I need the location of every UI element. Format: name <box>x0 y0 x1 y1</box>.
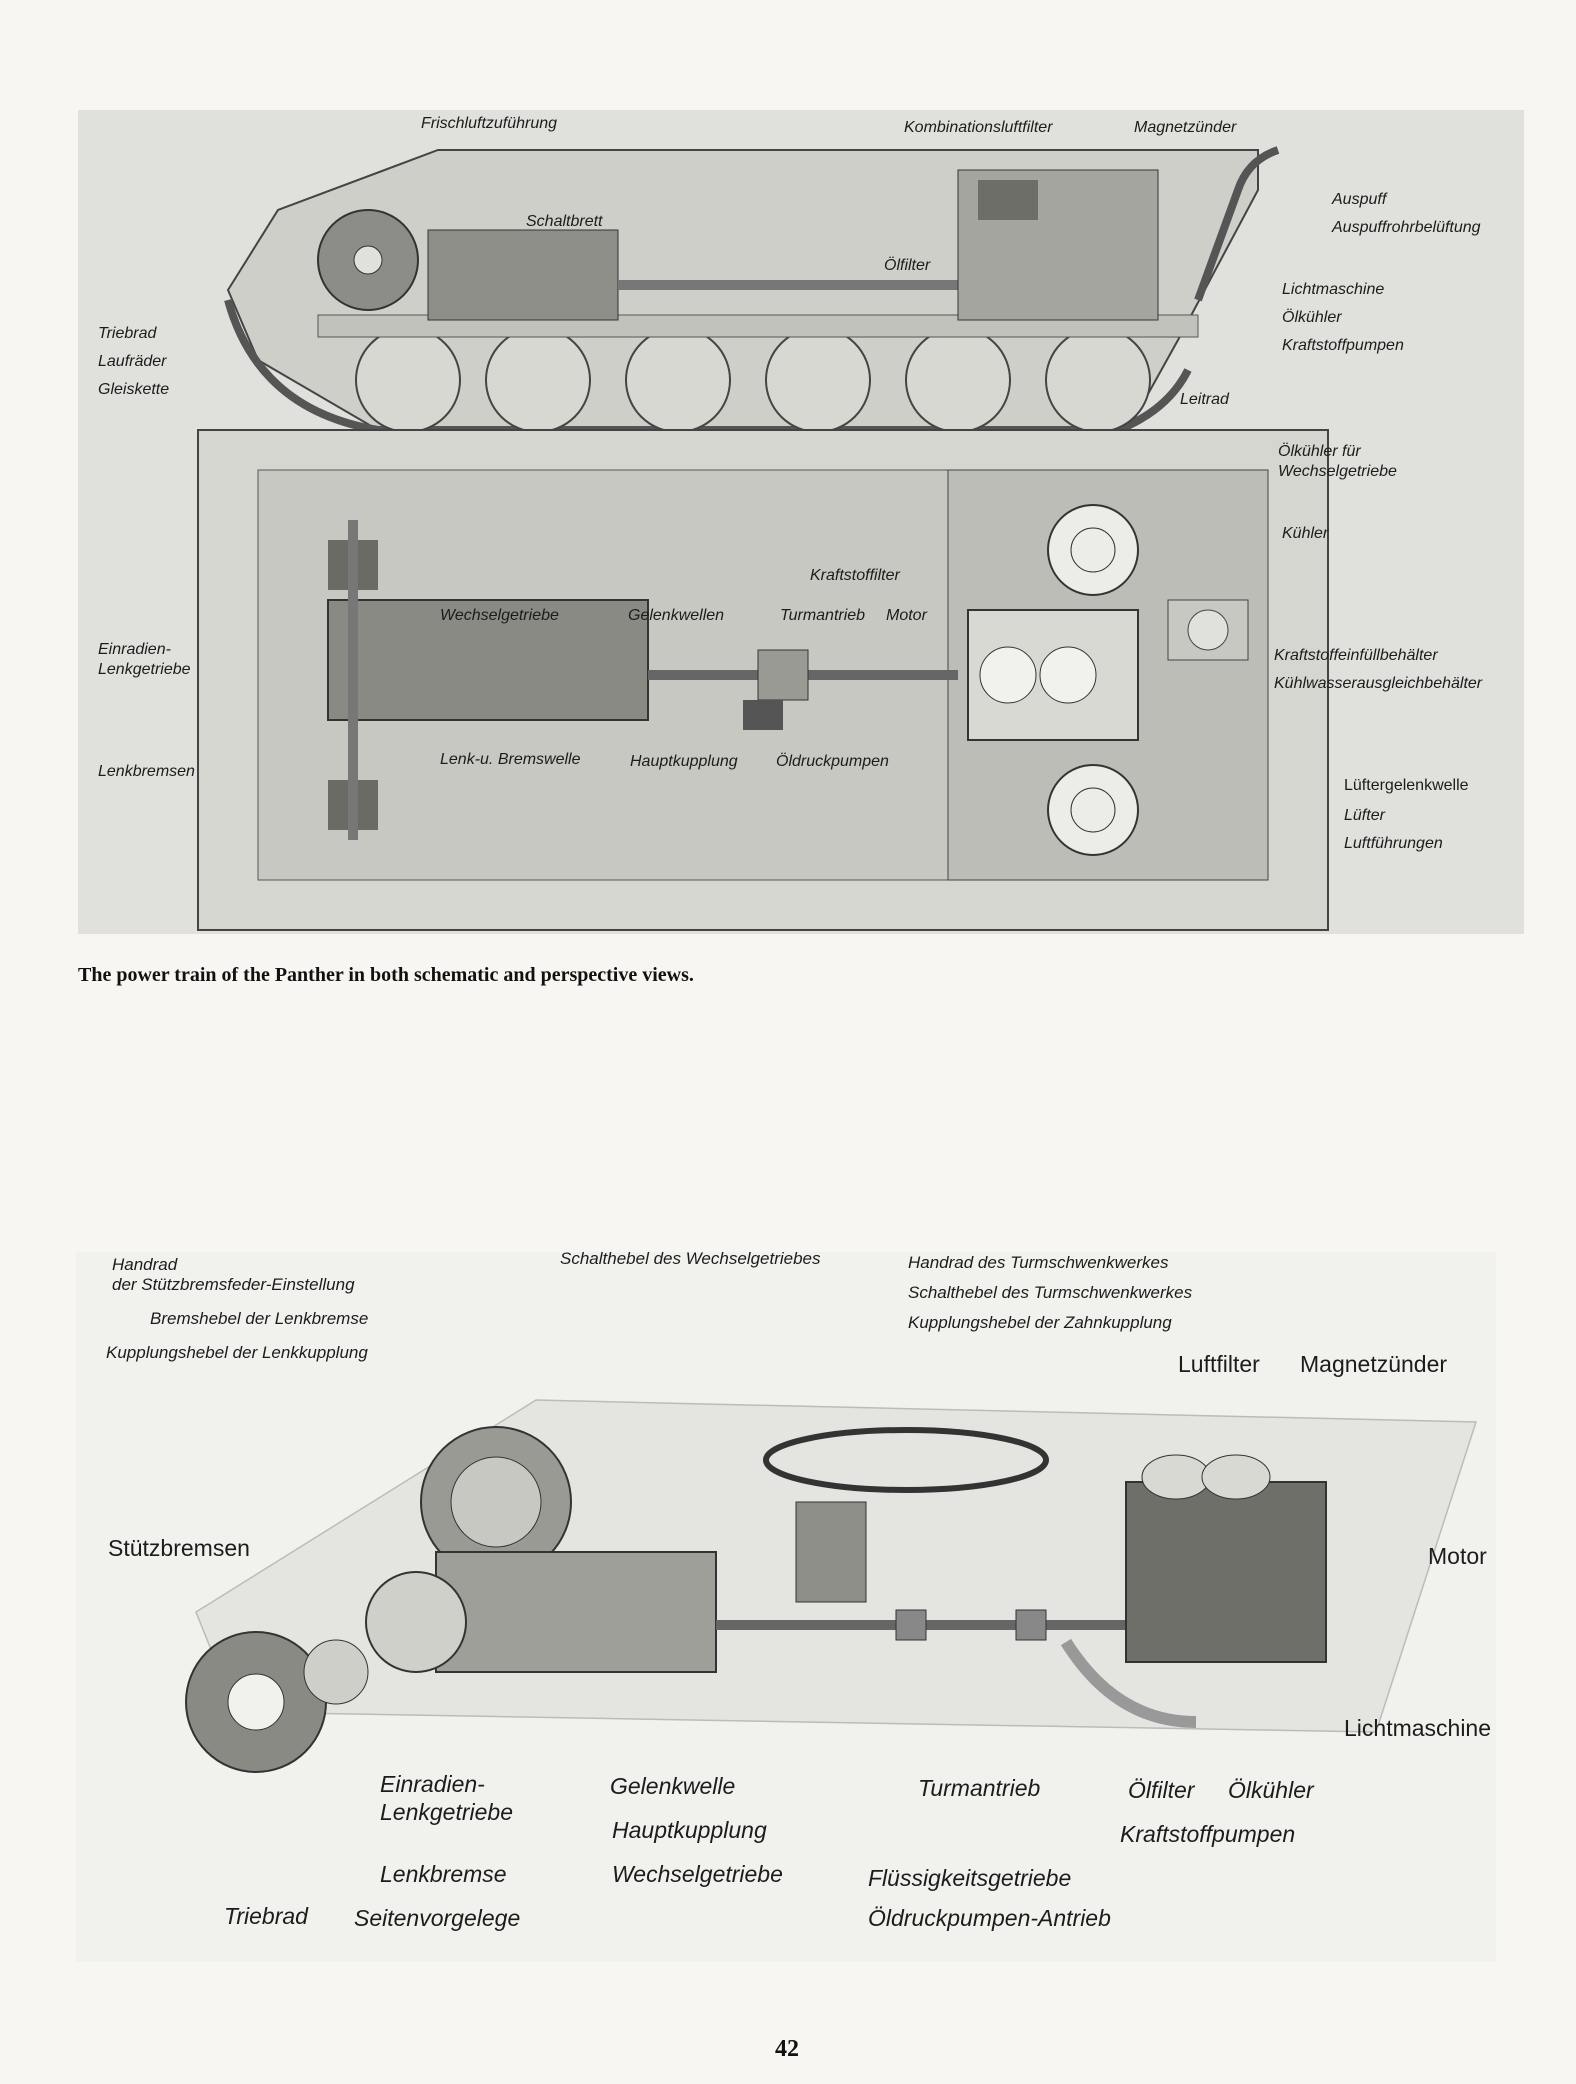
label-lichtmaschine: Lichtmaschine <box>1282 281 1385 298</box>
label-lueftergelenkwelle: Lüftergelenkwelle <box>1344 777 1469 794</box>
label-oeldruckpumpen: Öldruckpumpen <box>776 753 889 770</box>
label-leitrad: Leitrad <box>1180 391 1229 408</box>
label-kupplungshebel-zahnkupplung: Kupplungshebel der Zahnkupplung <box>908 1313 1172 1332</box>
label-oelkuehler-wechselgetriebe: Wechselgetriebe <box>1278 463 1397 480</box>
label-oeldruckpumpen-antrieb: Öldruckpumpen-Antrieb <box>868 1905 1111 1931</box>
label-motor: Motor <box>886 607 927 624</box>
label-hauptkupplung: Hauptkupplung <box>612 1817 767 1843</box>
label-kraftstoffeinfuellbehaelter: Kraftstoffeinfüllbehälter <box>1274 647 1438 664</box>
figure-caption: The power train of the Panther in both s… <box>78 964 694 986</box>
label-bremshebel-lenkbremse: Bremshebel der Lenkbremse <box>150 1309 369 1328</box>
label-oelkuehler-fuer: Ölkühler für <box>1278 443 1361 460</box>
page-number: 42 <box>775 2036 799 2062</box>
label-luftfilter: Luftfilter <box>1178 1351 1260 1377</box>
label-triebrad: Triebrad <box>224 1903 308 1929</box>
label-magnetzuender: Magnetzünder <box>1134 119 1237 136</box>
label-lenk-bremswelle: Lenk-u. Bremswelle <box>440 751 581 768</box>
label-lenkgetriebe: Lenkgetriebe <box>380 1799 513 1825</box>
label-luftfuehrungen: Luftführungen <box>1344 835 1443 852</box>
label-oelfilter: Ölfilter <box>1128 1777 1195 1803</box>
label-kupplungshebel-lenkkupplung: Kupplungshebel der Lenkkupplung <box>106 1343 368 1362</box>
label-handrad-turmschwenkwerk: Handrad des Turmschwenkwerkes <box>908 1253 1169 1272</box>
label-lichtmaschine: Lichtmaschine <box>1344 1715 1492 1741</box>
label-schalthebel-turmschwenkwerk: Schalthebel des Turmschwenkwerkes <box>908 1283 1193 1302</box>
label-auspuff: Auspuff <box>1332 191 1387 208</box>
label-wechselgetriebe: Wechselgetriebe <box>612 1861 783 1887</box>
label-gelenkwellen: Gelenkwellen <box>628 607 725 624</box>
label-frischluftzufuehrung: Frischluftzuführung <box>421 115 558 132</box>
label-stuetzbremsen: Stützbremsen <box>108 1535 250 1561</box>
label-turmantrieb: Turmantrieb <box>780 607 866 624</box>
label-oelkuehler: Ölkühler <box>1282 309 1342 326</box>
perspective-drawing <box>76 1252 1496 1962</box>
label-kraftstoffpumpen: Kraftstoffpumpen <box>1282 337 1404 354</box>
schematic-drawing <box>78 110 1524 934</box>
label-auspuffrohrbelueftung: Auspuffrohrbelüftung <box>1332 219 1481 236</box>
label-gleiskette: Gleiskette <box>98 381 170 398</box>
label-seitenvorgelege: Seitenvorgelege <box>354 1905 521 1931</box>
label-fluessigkeitsgetriebe: Flüssigkeitsgetriebe <box>868 1865 1072 1891</box>
label-motor: Motor <box>1428 1543 1487 1569</box>
label-schaltbrett: Schaltbrett <box>526 213 603 230</box>
label-hauptkupplung: Hauptkupplung <box>630 753 738 770</box>
label-lenkbremse: Lenkbremse <box>380 1861 507 1887</box>
label-einradien: Einradien- <box>380 1771 485 1797</box>
label-gelenkwelle: Gelenkwelle <box>610 1773 736 1799</box>
label-magnetzuender: Magnetzünder <box>1300 1351 1448 1377</box>
label-kraftstoffpumpen: Kraftstoffpumpen <box>1120 1821 1296 1847</box>
label-laufraeder: Laufräder <box>98 353 167 370</box>
label-kuehler: Kühler <box>1282 525 1329 542</box>
label-lenkgetriebe: Lenkgetriebe <box>98 661 191 678</box>
label-oelfilter: Ölfilter <box>884 257 931 274</box>
label-handrad: Handrad <box>112 1255 178 1274</box>
label-triebrad: Triebrad <box>98 325 157 342</box>
label-kraftstoffilter: Kraftstoffilter <box>810 567 900 584</box>
label-turmantrieb: Turmantrieb <box>918 1775 1041 1801</box>
label-wechselgetriebe: Wechselgetriebe <box>440 607 559 624</box>
label-kuehlwasserausgleichbehaelter: Kühlwasserausgleichbehälter <box>1274 675 1483 692</box>
label-stuetzbremsfeder-einstellung: der Stützbremsfeder-Einstellung <box>112 1275 355 1294</box>
label-einradien: Einradien- <box>98 641 171 658</box>
label-oelkuehler: Ölkühler <box>1228 1777 1314 1803</box>
schematic-figure: Frischluftzuführung Kombinationsluftfilt… <box>78 110 1524 934</box>
label-kombinationsluftfilter: Kombinationsluftfilter <box>904 119 1053 136</box>
perspective-figure: Handrad der Stützbremsfeder-Einstellung … <box>76 1249 1496 1962</box>
label-lenkbremsen: Lenkbremsen <box>98 763 195 780</box>
label-luefter: Lüfter <box>1344 807 1385 824</box>
label-schalthebel-wechselgetriebe: Schalthebel des Wechselgetriebes <box>560 1249 821 1268</box>
